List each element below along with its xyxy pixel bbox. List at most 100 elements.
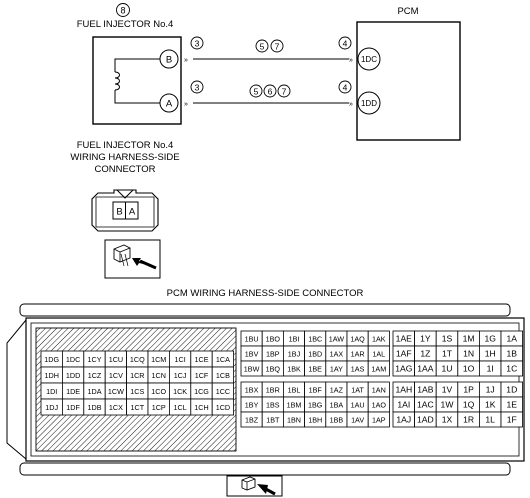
wire-ref-circle (249, 84, 263, 98)
injector-pin-b (159, 49, 179, 69)
pin-label: 1DE (66, 387, 80, 396)
pin-label: 1AS (351, 365, 365, 374)
pin-label: 1CM (151, 355, 166, 364)
pin-label: 1CY (88, 355, 102, 364)
pin-label: 1DB (88, 403, 102, 412)
pin-label: 1J (486, 385, 495, 395)
wire-top: » » 3 5 7 4 (184, 36, 353, 64)
wire-top-left-num: 3 (195, 39, 200, 49)
pin-label: 1CJ (174, 371, 187, 380)
injector-connector-section: FUEL INJECTOR No.4 WIRING HARNESS-SIDE C… (70, 140, 180, 279)
pin-label: 1Y (420, 334, 431, 344)
wire-bottom-mid-num-2: 6 (268, 87, 273, 97)
pin-label: 1CD (216, 403, 230, 412)
pin-label: 1DJ (45, 403, 58, 412)
pin-label: 1B (507, 349, 518, 359)
plug-icon-edges (113, 247, 131, 262)
wire-ref-circle (255, 39, 269, 53)
pin-label: 1BJ (288, 350, 301, 359)
injector-connector-label-1: FUEL INJECTOR No.4 (77, 140, 174, 151)
pin-label: 1U (442, 364, 453, 374)
pin-label: 1BN (287, 416, 301, 425)
wire-ref-circle (338, 36, 352, 50)
pin-label: 1CF (195, 371, 209, 380)
wire-bottom-mid-num-1: 5 (254, 87, 259, 97)
pin-label: 1AD (417, 415, 434, 425)
pin-label: 1W (441, 400, 455, 410)
pin-label: 1CC (216, 387, 230, 396)
pin-label: 1DH (45, 371, 59, 380)
pin-label: 1AP (372, 416, 386, 425)
pin-label: 1BP (266, 350, 280, 359)
pin-label: 1BV (245, 350, 259, 359)
wire-ref-circle (277, 84, 291, 98)
pin-label: 1CR (130, 371, 144, 380)
plug-icon-edges (241, 478, 256, 490)
pin-label: 1AE (396, 334, 413, 344)
pin-label: 1AU (351, 401, 365, 410)
pcm-title: PCM (397, 6, 418, 17)
wire-ref-circle (190, 36, 204, 50)
connector-chevron-icon: » (349, 101, 353, 108)
pin-label: 1CZ (88, 371, 102, 380)
pin-label: 1AF (396, 349, 412, 359)
pin-label: 1DI (46, 387, 57, 396)
pin-label: 1AB (417, 385, 434, 395)
pin-label: 1CV (109, 371, 123, 380)
pin-label: 1AG (395, 364, 413, 374)
pin-label: 1AT (351, 386, 364, 395)
injector-coil-wire-bottom (114, 90, 169, 104)
pin-label: 1BG (308, 401, 323, 410)
pin-label: 1L (485, 415, 495, 425)
pin-label: 1K (485, 400, 496, 410)
pin-label: 1CS (130, 387, 144, 396)
pin-label: 1O (463, 364, 475, 374)
plug-wires (120, 253, 129, 267)
pin-label: 1S (442, 334, 453, 344)
pin-label: 1Q (463, 400, 475, 410)
wire-bottom: » » 3 5 6 7 4 (184, 80, 353, 108)
pin-cell (211, 398, 234, 416)
pin-label: 1BE (308, 365, 322, 374)
arrow-icon (257, 484, 268, 494)
pin-cell (367, 360, 390, 377)
pin-label: 1CG (194, 387, 209, 396)
wire-top-mid-num-2: 7 (275, 42, 280, 52)
pin-label: 1CU (109, 355, 123, 364)
pcm-pin-1dc (357, 47, 381, 71)
pin-label: 1A (507, 334, 518, 344)
pin-label: 1AX (330, 350, 344, 359)
pcm-connector-title: PCM WIRING HARNESS-SIDE CONNECTOR (167, 288, 364, 299)
wire-top-right-num: 4 (343, 39, 348, 49)
wire-bottom-left-num: 3 (195, 83, 200, 93)
connector-latch-icon (116, 189, 134, 199)
pin-label: 1CO (151, 387, 166, 396)
pin-label: 1BD (308, 350, 322, 359)
pin-label: 1AC (417, 400, 434, 410)
pin-label: 1AY (330, 365, 343, 374)
pin-label: 1AH (395, 385, 412, 395)
pin-label: 1DA (88, 387, 102, 396)
connector-chevron-icon: » (184, 101, 188, 108)
pin-cell (367, 411, 390, 428)
injector-title: FUEL INJECTOR No.4 (77, 19, 174, 30)
pin-label: 1F (507, 415, 517, 425)
pin-label: 1AO (372, 401, 387, 410)
pin-label: 1CP (152, 403, 166, 412)
wire-bottom-right-num: 4 (343, 83, 348, 93)
pin-label: 1I (487, 364, 494, 374)
fuel-injector-component: 8 FUEL INJECTOR No.4 B A (77, 3, 182, 125)
connector-top-latch (19, 303, 511, 317)
pin-label: 1AV (351, 416, 364, 425)
pin-label: 1AR (351, 350, 365, 359)
pin-label: 1CW (108, 387, 124, 396)
pin-label: 1CX (109, 403, 123, 412)
pcm-pin-1dc-label: 1DC (361, 55, 377, 64)
pin-label: 1CA (216, 355, 230, 364)
pin-label: 1CQ (130, 355, 145, 364)
pin-label: 1BL (288, 386, 301, 395)
pin-label: 1M (463, 334, 475, 344)
injector-connector-pin-a: A (129, 207, 136, 218)
pin-label: 1AZ (330, 386, 344, 395)
